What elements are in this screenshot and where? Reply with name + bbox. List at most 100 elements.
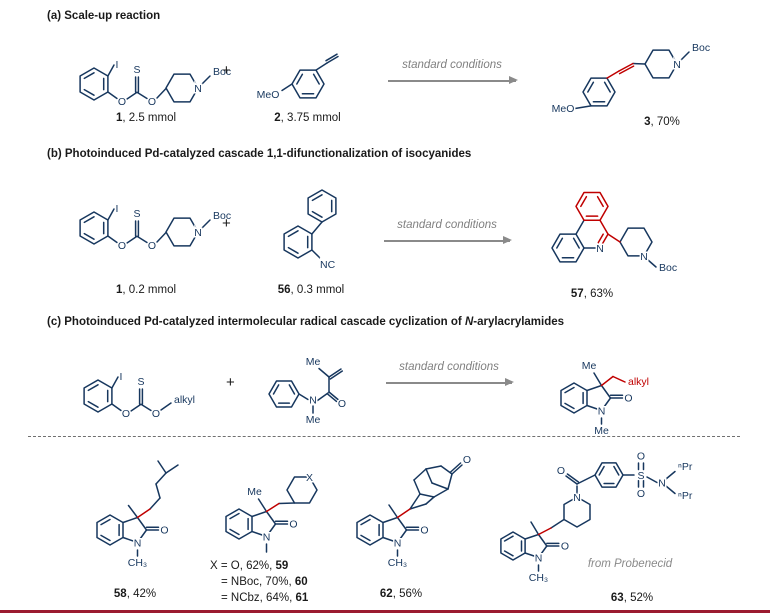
atom-sulfur: S	[137, 376, 144, 388]
plus-sign: +	[226, 374, 235, 391]
atom-oxygen: O	[289, 519, 297, 531]
atom-nitrogen: N	[535, 553, 543, 565]
group-methoxy: MeO	[552, 103, 575, 115]
group-boc: Boc	[213, 66, 231, 78]
atom-oxygen: O	[148, 240, 156, 252]
atom-nitrogen: N	[596, 243, 604, 255]
title-text: -arylacrylamides	[473, 316, 565, 328]
atom-oxygen: O	[624, 393, 632, 405]
atom-oxygen: O	[118, 240, 126, 252]
compound-number: 63	[610, 592, 624, 604]
atom-nitrogen: N	[598, 406, 606, 418]
structure-56: NC	[283, 189, 337, 273]
group-n-propyl: ⁿPr	[678, 490, 693, 502]
yield: , 56%	[392, 588, 423, 600]
bonds	[79, 64, 211, 103]
new-bond-highlight	[600, 375, 626, 387]
structure-oxindole-generic: O N Me Me alkyl	[560, 359, 651, 439]
variant-text: = NCbz, 64%,	[221, 592, 296, 604]
caption-line: = NBoc, 70%, 60	[221, 574, 370, 590]
new-ring-highlight	[575, 191, 621, 249]
bonds	[83, 376, 172, 413]
group-methoxy: MeO	[257, 89, 280, 101]
conditions-label: standard conditions	[399, 361, 499, 373]
atom-iodine: I	[120, 371, 123, 383]
amount: , 3.75 mmol	[280, 112, 341, 124]
atom-oxygen: O	[561, 541, 569, 553]
atom-oxygen: O	[338, 398, 346, 410]
title-text: (c) Photoinduced Pd-catalyzed intermolec…	[47, 316, 465, 328]
structure-1: I O S O N Boc	[79, 202, 233, 254]
bonds	[560, 372, 624, 425]
compound-number: 61	[295, 592, 309, 604]
bonds	[283, 189, 337, 259]
bonds	[225, 476, 318, 553]
atom-oxygen: O	[118, 96, 126, 108]
caption-compound-56: 56, 0.3 mmol	[246, 284, 376, 296]
group-methyl: Me	[306, 414, 321, 426]
structure-57: N N Boc	[551, 191, 679, 276]
compound-number: 3	[644, 116, 651, 128]
structure-generic-thiocarbonate: I O S O alkyl	[83, 370, 197, 422]
compound-number: 2	[274, 112, 281, 124]
caption-compound-1: 1, 0.2 mmol	[76, 284, 216, 296]
variant-text: X = O, 62%,	[210, 560, 276, 572]
group-methyl: CH₃	[128, 557, 147, 569]
atom-oxygen: O	[160, 525, 168, 537]
structure-63: O N CH₃ N O S O O N ⁿPr ⁿPr	[500, 449, 694, 586]
atom-oxygen: O	[122, 408, 130, 420]
probenecid-note: from Probenecid	[587, 558, 673, 570]
structure-59: O N Me X	[225, 471, 318, 553]
conditions-label: standard conditions	[402, 59, 502, 71]
reaction-arrow	[388, 76, 518, 85]
atom-nitrogen: N	[134, 538, 142, 550]
caption-compound-1: 1, 2.5 mmol	[76, 112, 216, 124]
bottom-rule	[0, 610, 770, 613]
group-methyl: CH₃	[388, 557, 407, 569]
structure-2: MeO	[255, 53, 339, 103]
atom-nitrogen: N	[394, 538, 402, 550]
group-isocyanide: NC	[320, 259, 336, 271]
plus-sign: +	[222, 215, 231, 232]
atom-nitrogen: N	[673, 59, 681, 71]
bonds	[79, 208, 211, 247]
caption-line: X = O, 62%, 59	[210, 558, 370, 574]
new-bond-highlight	[136, 508, 151, 519]
atom-sulfur: S	[637, 470, 644, 482]
atom-nitrogen: N	[309, 395, 317, 407]
amount: , 2.5 mmol	[122, 112, 177, 124]
compound-number: 1	[115, 112, 123, 124]
bonds	[574, 49, 690, 110]
atom-sulfur: S	[133, 208, 140, 220]
bonds	[356, 462, 463, 557]
caption-compound-63: 63, 52%	[582, 592, 682, 604]
caption-line: = NCbz, 64%, 61	[221, 590, 370, 606]
atom-nitrogen: N	[658, 478, 666, 490]
new-bond-highlight	[537, 527, 552, 536]
group-n-propyl: ⁿPr	[678, 461, 693, 473]
conditions-label: standard conditions	[397, 219, 497, 231]
caption-compounds-59-61: X = O, 62%, 59 = NBoc, 70%, 60 = NCbz, 6…	[210, 558, 370, 606]
atom-x-variable: X	[306, 472, 313, 484]
atom-iodine: I	[116, 59, 119, 71]
section-a-title: (a) Scale-up reaction	[47, 10, 161, 22]
atom-oxygen: O	[152, 408, 160, 420]
structure-1: I O S O N Boc	[79, 58, 233, 110]
plus-sign: +	[222, 62, 231, 79]
bonds	[500, 462, 676, 572]
yield: , 63%	[583, 288, 614, 300]
new-bond-highlight	[606, 62, 635, 79]
caption-compound-2: 2, 3.75 mmol	[250, 112, 365, 124]
yield: , 42%	[126, 588, 157, 600]
atom-nitrogen: N	[263, 532, 271, 544]
compound-number: 60	[294, 576, 308, 588]
caption-compound-58: 58, 42%	[70, 588, 200, 600]
atom-oxygen: O	[148, 96, 156, 108]
group-boc: Boc	[692, 42, 710, 54]
atom-nitrogen: N	[573, 492, 581, 504]
title-italic-n: N	[464, 316, 474, 328]
reaction-arrow	[386, 378, 514, 387]
atom-oxygen: O	[420, 525, 428, 537]
compound-number: 62	[379, 588, 393, 600]
